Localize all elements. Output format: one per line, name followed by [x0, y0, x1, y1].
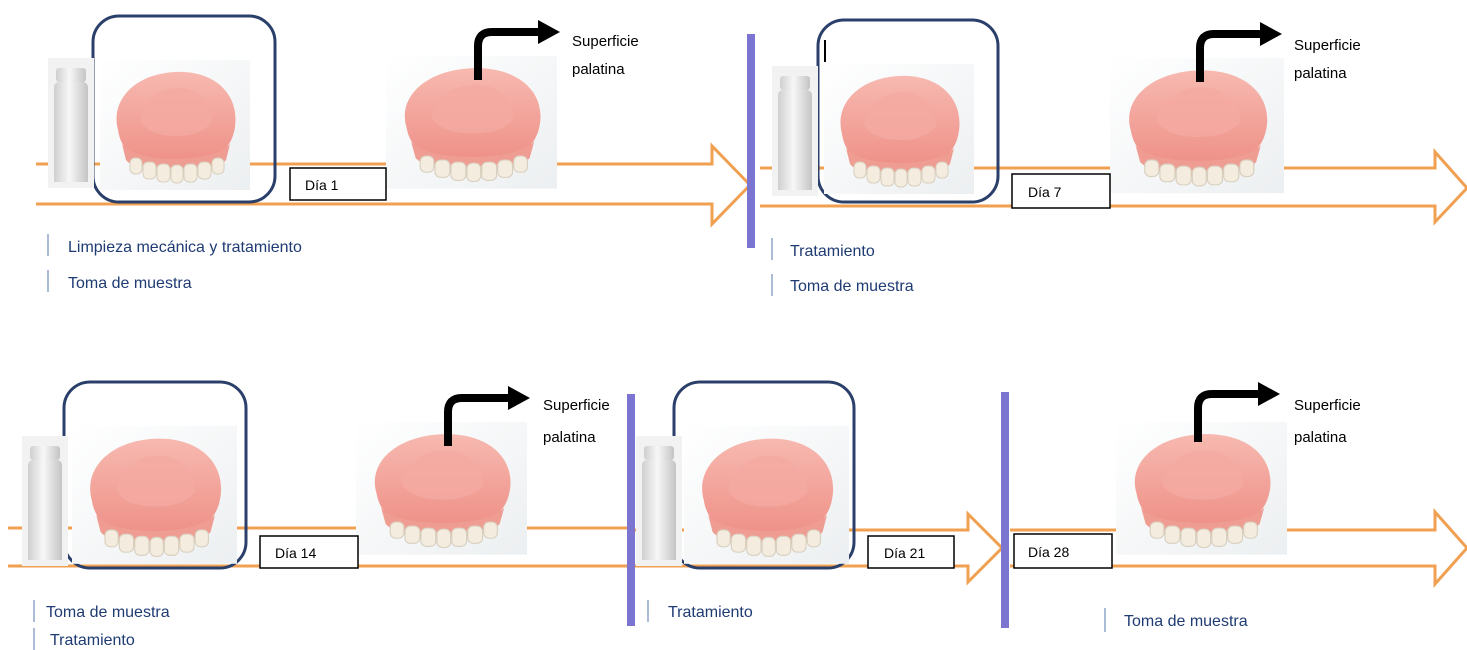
step-caption: Toma de muestra [68, 275, 192, 292]
denture-icon [356, 422, 527, 555]
denture-icon [72, 426, 237, 564]
step-caption: Limpieza mecánica y tratamiento [68, 239, 302, 256]
bottle-icon [22, 436, 68, 566]
denture-icon [100, 60, 250, 190]
surface-label: palatina [1294, 429, 1347, 446]
stage-divider [627, 394, 635, 626]
day-label: Día 21 [884, 545, 925, 561]
bottle-icon [48, 58, 94, 188]
surface-label: Superficie [1294, 37, 1361, 54]
surface-label: Superficie [543, 397, 610, 414]
stage-divider [1001, 392, 1009, 628]
denture-icon [824, 64, 974, 194]
surface-label: palatina [543, 429, 596, 446]
bottle-icon [636, 436, 682, 566]
step-caption: Tratamiento [50, 632, 135, 649]
step-caption: Tratamiento [668, 604, 753, 621]
surface-label: palatina [1294, 65, 1347, 82]
denture-icon [684, 426, 849, 564]
day-label: Día 14 [275, 545, 316, 561]
day-label: Día 1 [305, 177, 339, 193]
surface-label: palatina [572, 61, 625, 78]
denture-icon [386, 56, 557, 189]
step-caption: Toma de muestra [1124, 613, 1248, 630]
step-caption: Toma de muestra [790, 278, 914, 295]
step-caption: Toma de muestra [46, 604, 170, 621]
surface-label: Superficie [1294, 397, 1361, 414]
surface-label: Superficie [572, 33, 639, 50]
stage-divider [747, 34, 755, 248]
step-caption: Tratamiento [790, 243, 875, 260]
bottle-icon [772, 66, 818, 196]
day-label: Día 28 [1028, 544, 1069, 560]
day-label: Día 7 [1028, 184, 1062, 200]
